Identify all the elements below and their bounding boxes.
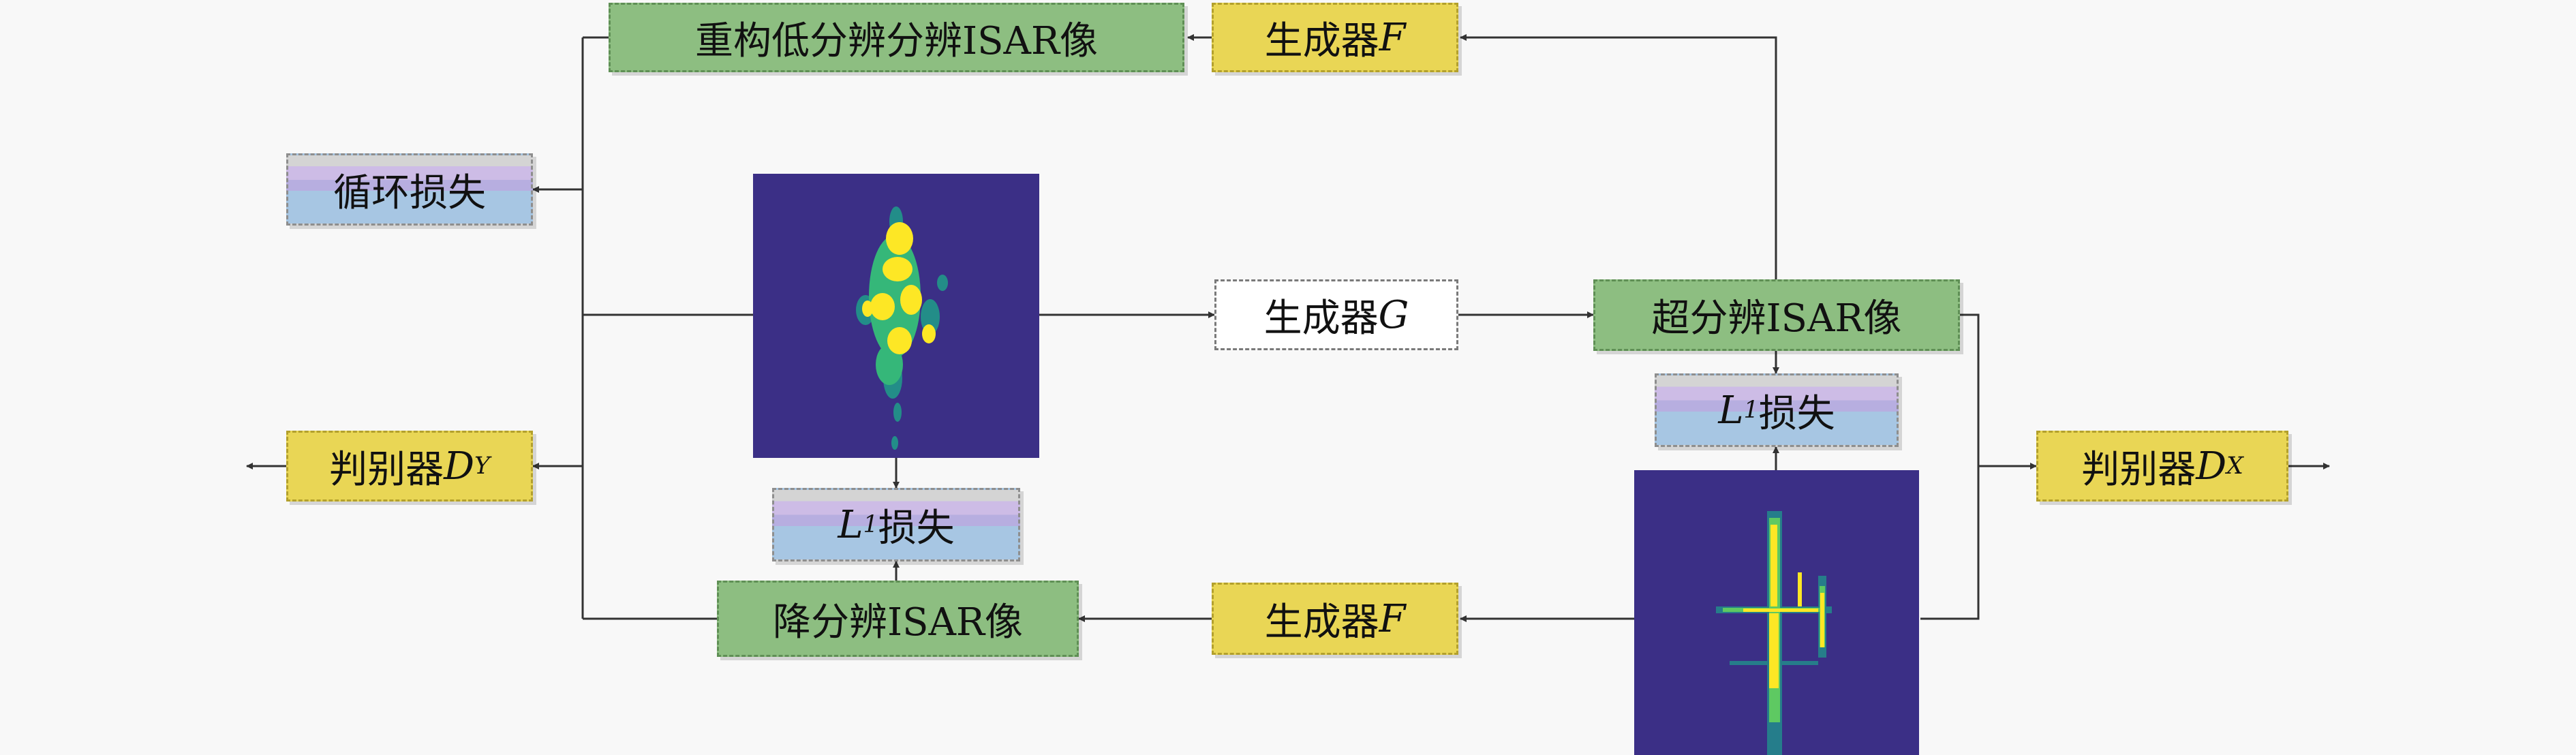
lowres-isar-image xyxy=(753,174,1039,458)
l1-loss-right-label: 损失 xyxy=(1758,391,1835,436)
gen-g-label: 生成器 xyxy=(1263,296,1379,341)
disc-y-label: 判别器 xyxy=(329,447,444,492)
l1-loss-left-sub: 1 xyxy=(863,511,878,538)
gen-f-bottom-var: F xyxy=(1379,596,1406,641)
line-sr-to-right-bus xyxy=(1920,313,1980,620)
disc-y-sub: Y xyxy=(474,452,490,480)
highres-isar-image xyxy=(1634,470,1919,755)
cycle-loss-box: 循环损失 xyxy=(286,153,533,226)
line-sr-up xyxy=(1460,34,1777,279)
gen-g-var: G xyxy=(1378,292,1409,337)
gen-f-top-var: F xyxy=(1379,15,1406,60)
highres-isar-image-graphic xyxy=(1716,511,1832,755)
disc-x-label: 判别器 xyxy=(2081,447,2196,492)
cycle-loss-label: 循环损失 xyxy=(333,170,486,215)
sr-isar-label: 超分辨ISAR像 xyxy=(1651,296,1902,341)
gen-f-bottom-label: 生成器 xyxy=(1264,600,1379,645)
disc-x-sub: X xyxy=(2226,452,2243,480)
lowres-isar-image-graphic xyxy=(856,206,948,450)
disc-x-var: D xyxy=(2196,444,2227,489)
l1-loss-left-var: L xyxy=(838,502,863,547)
l1-loss-right-var: L xyxy=(1718,388,1744,433)
disc-y-var: D xyxy=(444,444,474,489)
gen-f-top-label: 生成器 xyxy=(1264,18,1379,63)
recon-lr-isar-box: 重构低分辨分辨ISAR像 xyxy=(609,3,1184,72)
l1-loss-right-sub: 1 xyxy=(1743,397,1759,424)
sr-isar-box: 超分辨ISAR像 xyxy=(1593,279,1960,351)
l1-loss-left-label: 损失 xyxy=(878,506,955,551)
downsampled-isar-box: 降分辨ISAR像 xyxy=(717,581,1079,657)
downsampled-isar-label: 降分辨ISAR像 xyxy=(772,600,1024,645)
recon-lr-isar-label: 重构低分辨分辨ISAR像 xyxy=(694,18,1099,63)
